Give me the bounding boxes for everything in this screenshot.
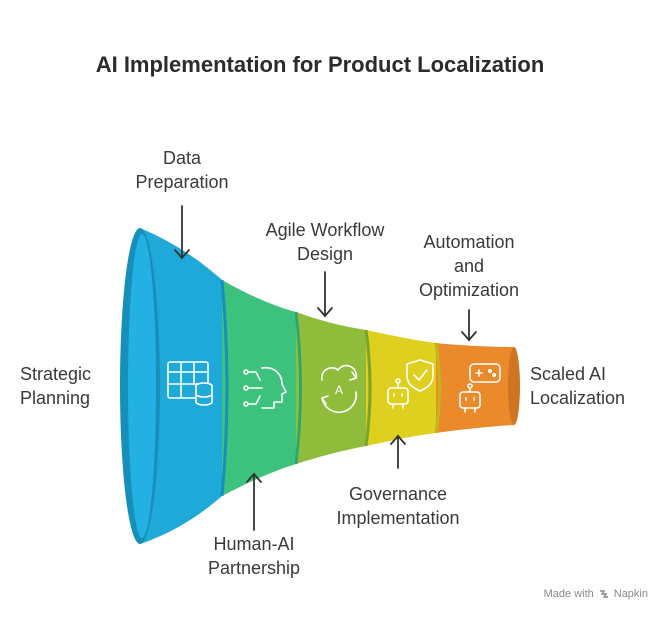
robot-gamepad-icon	[459, 363, 501, 413]
label-line: Design	[296, 244, 354, 264]
label-line: and	[453, 256, 485, 276]
label-governance-implementation: Governance Implementation	[320, 482, 476, 530]
label-line: Strategic	[20, 364, 92, 384]
label-line: Preparation	[135, 172, 229, 192]
arrow-down-icon	[174, 205, 190, 260]
label-line: Agile Workflow	[265, 220, 385, 240]
segment-divider	[364, 329, 372, 447]
funnel-segment-olive	[296, 312, 366, 464]
cloud-cycle-icon: A	[320, 364, 358, 414]
robot-shield-icon	[387, 359, 434, 409]
label-line: Human-AI	[213, 534, 295, 554]
label-scaled-ai-localization: Scaled AI Localization	[530, 362, 625, 410]
svg-text:A: A	[335, 383, 343, 397]
segment-divider	[294, 311, 302, 465]
label-line: Automation	[423, 232, 515, 252]
segment-divider	[434, 342, 441, 434]
brand-watermark: Made with Napkin	[544, 588, 648, 600]
page-title: AI Implementation for Product Localizati…	[95, 52, 545, 77]
label-human-ai-partnership: Human-AI Partnership	[198, 532, 310, 580]
arrow-up-icon	[246, 472, 262, 531]
napkin-logo-icon	[599, 590, 608, 598]
funnel-mouth-inner	[128, 234, 156, 538]
label-line: Localization	[530, 388, 626, 408]
funnel-end-cap	[508, 347, 520, 425]
label-line: Planning	[20, 388, 91, 408]
brand-name: Napkin	[613, 588, 648, 600]
label-line: Scaled AI	[530, 364, 607, 384]
label-data-preparation: Data Preparation	[130, 146, 234, 194]
label-line: Data	[162, 148, 202, 168]
table-database-icon	[167, 361, 213, 406]
label-line: Partnership	[207, 558, 301, 578]
label-automation-and-optimization: Automation and Optimization	[408, 230, 530, 302]
ai-head-icon	[243, 366, 287, 409]
label-line: Optimization	[418, 280, 520, 300]
arrow-down-icon	[461, 309, 477, 342]
label-line: Implementation	[336, 508, 460, 528]
label-strategic-planning: Strategic Planning	[20, 362, 91, 410]
arrow-down-icon	[317, 271, 333, 318]
label-line: Governance	[348, 484, 448, 504]
label-agile-workflow-design: Agile Workflow Design	[252, 218, 398, 266]
arrow-up-icon	[390, 434, 406, 469]
segment-divider	[220, 279, 229, 497]
brand-prefix: Made with	[543, 588, 594, 600]
funnel-segment-orange	[436, 343, 514, 433]
